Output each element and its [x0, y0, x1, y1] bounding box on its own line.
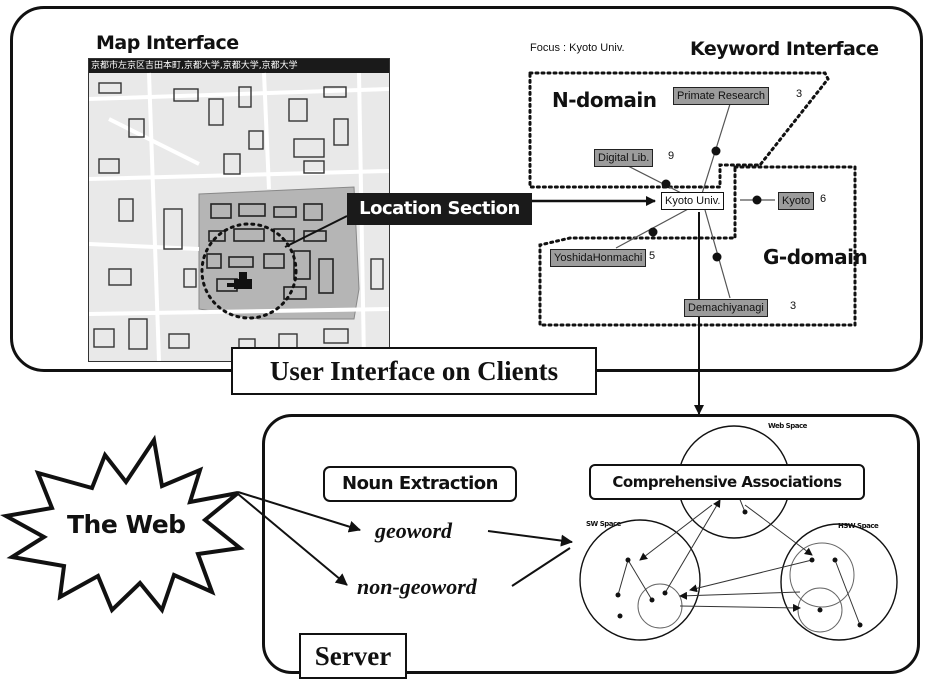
non-geoword-label: non-geoword	[357, 574, 477, 599]
hsw-space-circle	[780, 523, 898, 641]
keyword-node-digital-lib[interactable]: Digital Lib.	[594, 149, 654, 167]
hsw-space-label: HSW Space	[838, 522, 879, 530]
g-domain-label: G-domain	[763, 245, 868, 269]
geoword-to-associations-arrow	[487, 530, 573, 547]
keyword-count: 6	[820, 193, 827, 205]
g-domain-region	[538, 165, 857, 327]
client-section-label: User Interface on Clients	[231, 347, 597, 395]
location-section-label: Location Section	[347, 193, 532, 225]
keyword-count: 3	[790, 300, 797, 312]
geoword-label: geoword	[375, 518, 452, 543]
keyword-node-center[interactable]: Kyoto Univ.	[661, 192, 725, 210]
n-domain-label: N-domain	[552, 88, 657, 112]
web-to-geoword-arrow	[237, 491, 361, 533]
keyword-node-kyoto[interactable]: Kyoto	[778, 192, 815, 210]
keyword-node-primate-research[interactable]: Primate Research	[673, 87, 770, 105]
landmark-icon	[227, 272, 252, 289]
keyword-count: 3	[796, 88, 803, 100]
sw-space-label: SW Space	[586, 520, 621, 528]
server-section-label: Server	[299, 633, 407, 679]
n-domain-region	[528, 71, 830, 189]
web-space-label: Web Space	[768, 422, 807, 430]
keyword-interface-title: Keyword Interface	[690, 38, 879, 60]
sw-space-circle	[579, 519, 701, 641]
map-view[interactable]: 京都市左京区吉田本町,京都大学,京都大学,京都大学	[88, 58, 390, 362]
focus-label: Focus : Kyoto Univ.	[530, 42, 625, 54]
keyword-node-demachiyanagi[interactable]: Demachiyanagi	[684, 299, 768, 317]
keyword-count: 9	[668, 150, 675, 162]
keyword-node-yoshidahonmachi[interactable]: YoshidaHonmachi	[550, 249, 647, 267]
the-web-starburst	[0, 434, 245, 615]
nongeoword-to-associations-arrow	[511, 547, 571, 587]
map-roads	[89, 72, 389, 361]
server-panel	[262, 414, 920, 674]
noun-extraction-box: Noun Extraction	[323, 466, 517, 502]
map-address-bar: 京都市左京区吉田本町,京都大学,京都大学,京都大学	[89, 59, 389, 73]
location-selection-circle	[200, 222, 298, 320]
the-web-label: The Web	[67, 510, 186, 539]
map-interface-title: Map Interface	[96, 32, 239, 54]
web-to-nongeoword-arrow	[237, 493, 348, 586]
comprehensive-associations-box: Comprehensive Associations	[589, 464, 865, 500]
keyword-count: 5	[649, 250, 656, 262]
